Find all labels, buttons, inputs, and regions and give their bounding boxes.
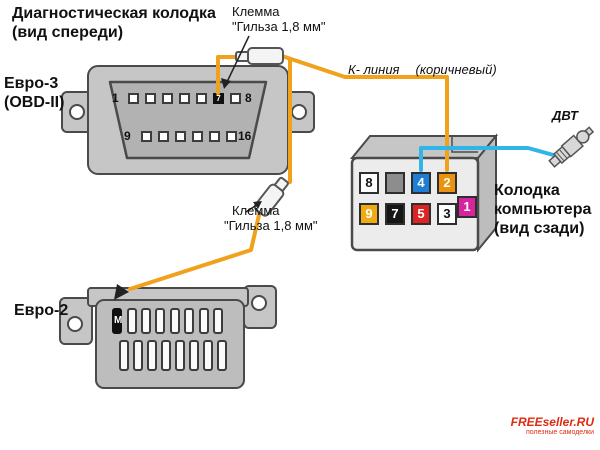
evro2-pin-slot7: [199, 308, 209, 334]
evro2-pin-slot5: [170, 308, 180, 334]
evro2-connector-body: [59, 285, 277, 389]
obd-pin-slot3: [162, 93, 173, 104]
obd-pin-slot1: [128, 93, 139, 104]
evro3-label-line1: Евро-3: [4, 75, 59, 92]
diagram-title-line2: (вид спереди): [12, 24, 124, 41]
obd-pin-slot5: [209, 131, 220, 142]
evro2-right-ear: [243, 285, 277, 329]
computer-label-line2: компьютера: [494, 201, 592, 218]
computer-pin-5: 5: [411, 203, 431, 225]
computer-label-line3: (вид сзади): [494, 220, 585, 237]
evro2-pin-slot6: [189, 340, 199, 371]
k-line-wire-pin7: [216, 55, 240, 95]
evro2-pin-slot4: [155, 308, 165, 334]
watermark-tagline: полезные самоделки: [525, 429, 594, 436]
obd-pin-slot7: [230, 93, 241, 104]
obd2-pin1-label: 1: [112, 91, 119, 105]
evro2-pin-slot3: [141, 308, 151, 334]
obd2-shell: [87, 65, 289, 175]
computer-label-line1: Колодка: [494, 182, 560, 199]
obd2-left-hole: [69, 104, 85, 120]
computer-connector-body: [349, 133, 499, 253]
evro2-right-hole: [251, 295, 267, 311]
dvt-label: ДВТ: [552, 108, 578, 123]
dvt-sensor-icon: [548, 126, 595, 168]
computer-pin-9: 9: [359, 203, 379, 225]
evro3-label-line2: (OBD-II): [4, 94, 65, 111]
evro2-pin-slot6: [184, 308, 194, 334]
evro2-pin-slot8: [217, 340, 227, 371]
evro2-pin-slot3: [147, 340, 157, 371]
evro2-pin-slot4: [161, 340, 171, 371]
obd-pin-slot3: [175, 131, 186, 142]
k-line-name: К- линия: [348, 62, 400, 77]
obd-pin-slot6: [226, 131, 237, 142]
computer-pin-7: 7: [385, 203, 405, 225]
computer-pin-3: 3: [437, 203, 457, 225]
obd-pin-slot4: [192, 131, 203, 142]
label-arrow-top: [226, 35, 250, 83]
computer-box-notch: [451, 137, 478, 153]
wire-arrowhead-icon: [114, 284, 129, 300]
watermark: FREEseller.RU полезные самоделки: [498, 416, 594, 437]
obd2-connector-body: [61, 65, 315, 175]
obd2-right-ear: [283, 91, 315, 133]
computer-pin-1: 1: [457, 196, 477, 218]
evro2-shell: [95, 299, 245, 389]
computer-box-top: [349, 135, 499, 159]
evro2-left-hole: [67, 316, 83, 332]
obd2-pin16-label: 16: [238, 129, 252, 143]
computer-pin-8: 8: [359, 172, 379, 194]
terminal-label-mid-line1: Клемма: [232, 203, 280, 218]
evro2-pin-M: M: [112, 308, 122, 334]
evro2-pin-slot8: [213, 308, 223, 334]
evro2-label: Евро-2: [14, 302, 69, 319]
obd-pin-slot2: [145, 93, 156, 104]
label-arrowhead-top-icon: [221, 78, 231, 89]
obd-pin-slot1: [141, 131, 152, 142]
diagram-title: Диагностическая колодка (вид спереди): [12, 4, 216, 42]
k-line-label: К- линия (коричневый): [348, 62, 497, 77]
obd-pin-7: 7: [213, 93, 224, 104]
obd2-pin9-label: 9: [124, 129, 131, 143]
terminal-label-top-line1: Клемма: [232, 4, 280, 19]
diagram-title-line1: Диагностическая колодка: [12, 5, 216, 22]
evro2-pin-slot5: [175, 340, 185, 371]
terminal-label-mid: Клемма "Гильза 1,8 мм": [224, 203, 318, 233]
obd2-pin8-label: 8: [245, 91, 252, 105]
obd2-right-hole: [291, 104, 307, 120]
obd2-left-ear: [61, 91, 93, 133]
computer-connector-label: Колодка компьютера (вид сзади): [494, 181, 591, 238]
computer-pin-slot2: [385, 172, 405, 194]
watermark-brand: FREEseller.RU: [510, 415, 594, 429]
computer-box-front: [350, 156, 480, 252]
dvt-wire: [419, 146, 559, 172]
k-line-color-note: (коричневый): [415, 62, 497, 77]
obd-pin-slot2: [158, 131, 169, 142]
computer-pin-2: 2: [437, 172, 457, 194]
obd-pin-slot5: [196, 93, 207, 104]
evro2-pin-slot1: [119, 340, 129, 371]
evro2-pin-slot2: [133, 340, 143, 371]
obd-pin-slot4: [179, 93, 190, 104]
evro2-pin-slot7: [203, 340, 213, 371]
terminal-label-mid-line2: "Гильза 1,8 мм": [224, 218, 318, 233]
terminal-label-top-line2: "Гильза 1,8 мм": [232, 19, 326, 34]
evro2-pin-slot2: [127, 308, 137, 334]
terminal-label-top: Клемма "Гильза 1,8 мм": [232, 4, 326, 34]
evro3-label: Евро-3 (OBD-II): [4, 74, 64, 112]
evro2-flange: [87, 287, 249, 307]
computer-pin-4: 4: [411, 172, 431, 194]
terminal-sleeve-icon-top: [235, 47, 284, 65]
obd2-trapezoid: [108, 80, 268, 160]
